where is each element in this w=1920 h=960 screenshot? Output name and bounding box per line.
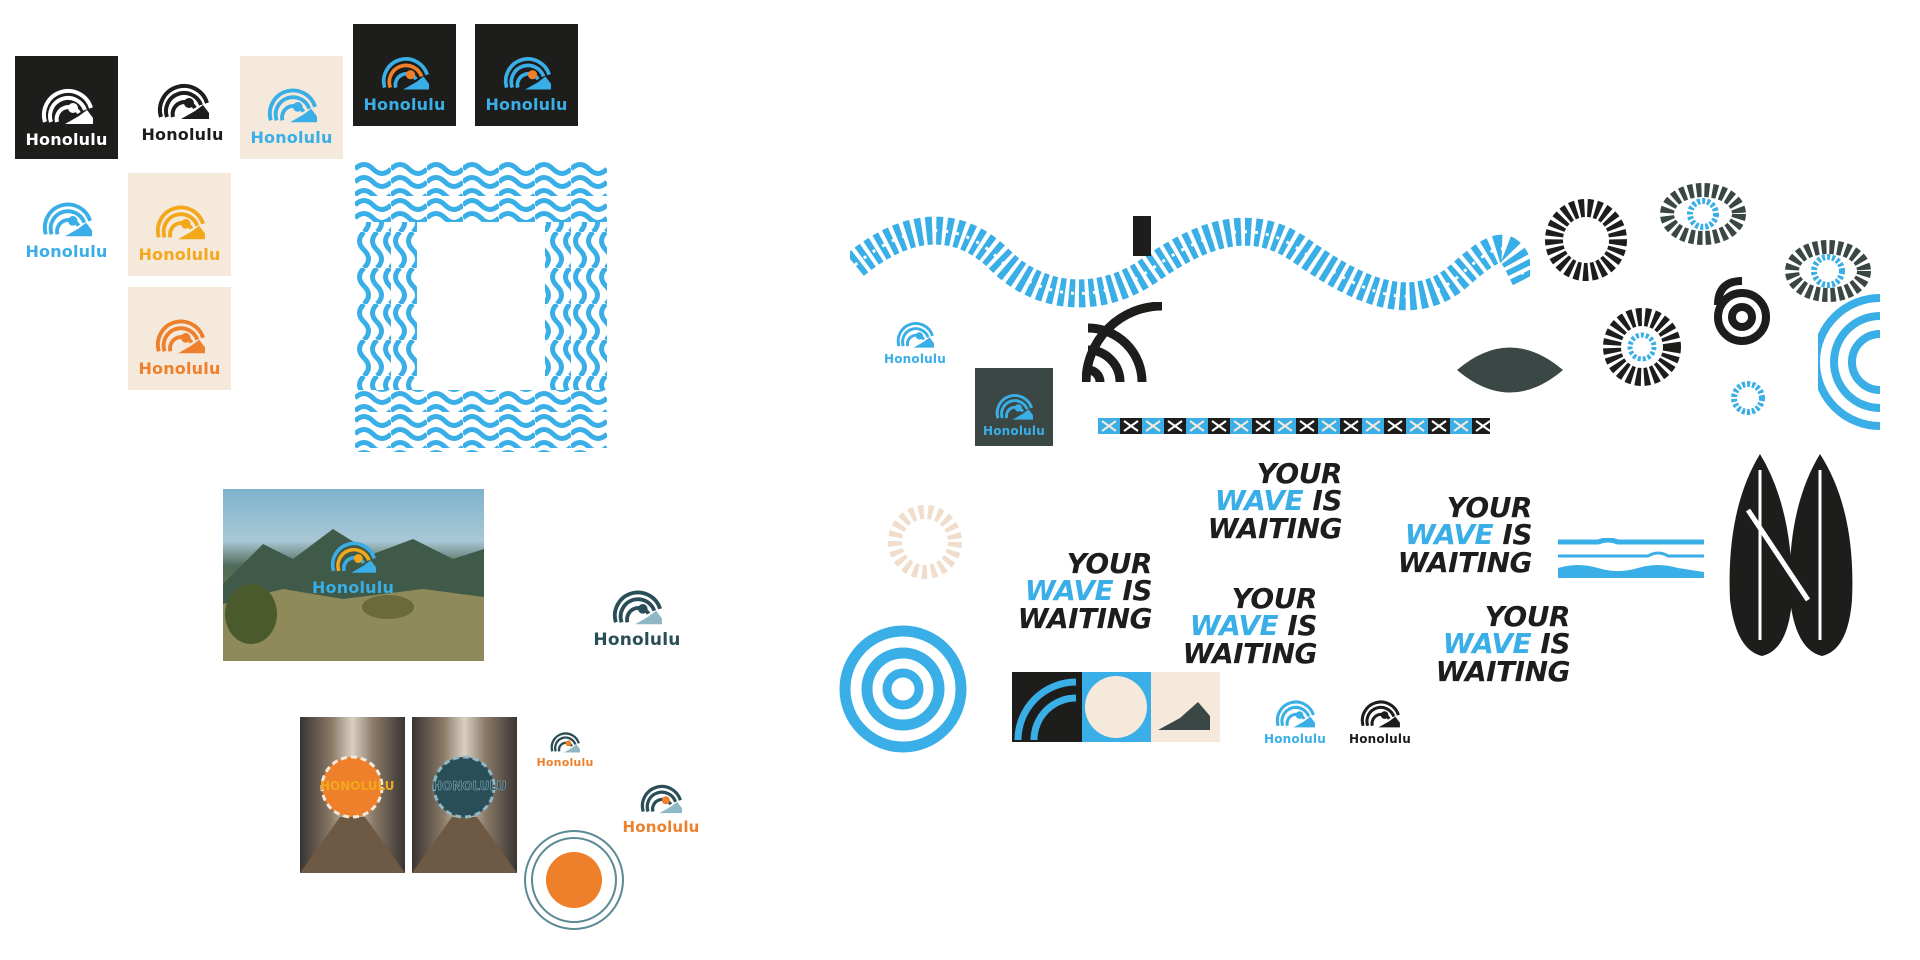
slogan-block: YOUR WAVE IS WAITING (1418, 600, 1571, 688)
logo-wordmark: Honolulu (25, 130, 108, 149)
badge-text: HONOLULU (320, 779, 395, 793)
swirl-ring-icon (1600, 305, 1684, 389)
logo-wordmark: Honolulu (983, 424, 1045, 438)
logo-tile-orange-cream: Honolulu (128, 287, 231, 390)
slogan-line1: YOUR (1446, 491, 1533, 524)
logo-tile-black: Honolulu (131, 56, 234, 148)
logo-tile-dark: Honolulu (15, 56, 118, 159)
badge-text: HONOLULU (432, 779, 507, 794)
wave-logo-icon (155, 319, 205, 354)
slogan-line1: YOUR (1066, 547, 1153, 580)
wave-logo-icon (550, 732, 580, 753)
wave-logo-icon (503, 57, 551, 90)
logo-wordmark: Honolulu (138, 359, 221, 378)
slogan-line2: IS (1312, 484, 1342, 518)
wave-logo-icon (640, 784, 682, 814)
logo-tile-blue-bottom: Honolulu (1257, 680, 1333, 746)
logo-wordmark: Honolulu (622, 818, 700, 836)
wave-arcs-icon (1082, 302, 1168, 386)
wave-logo-icon (1360, 700, 1400, 728)
logo-wordmark: Honolulu (1349, 732, 1411, 746)
wave-logo-icon (612, 590, 662, 625)
logo-wordmark: Honolulu (485, 95, 568, 114)
swirl-ring-blue-icon (1660, 183, 1746, 245)
slogan-accent: WAVE (1189, 609, 1279, 643)
logo-tile-blue-small: Honolulu (875, 300, 955, 366)
slogan-block: YOUR WAVE IS WAITING (1000, 547, 1153, 635)
wave-logo-icon (267, 88, 317, 123)
slogan-block: YOUR WAVE IS WAITING (1380, 491, 1533, 579)
pattern-stripe (1098, 418, 1490, 434)
logo-tile-blue-cream: Honolulu (240, 56, 343, 159)
slogan-line2: IS (1502, 518, 1532, 552)
slogan-accent: WAVE (1442, 627, 1532, 661)
logo-wordmark: Honolulu (593, 630, 681, 650)
wave-logo-icon (155, 205, 205, 240)
wave-ribbon (850, 210, 1530, 320)
mountain-photo: Honolulu (223, 489, 484, 661)
logo-tile-dark-right: Honolulu (975, 368, 1053, 446)
logo-tile-dark-blue-2: Honolulu (475, 24, 578, 126)
logo-wordmark: Honolulu (1264, 732, 1326, 746)
wave-logo-icon (330, 541, 376, 573)
logo-tile-orange-medium: Honolulu (618, 760, 704, 836)
hallway-photo-teal: HONOLULU (412, 717, 517, 873)
slogan-line2: IS (1540, 627, 1570, 661)
slogan-line1: YOUR (1484, 600, 1571, 633)
slogan-line3: WAITING (1207, 511, 1343, 545)
logo-wordmark: Honolulu (311, 578, 395, 597)
slogan-line3: WAITING (1182, 636, 1318, 670)
color-tile-strip (1012, 672, 1220, 742)
logo-tile-blue-white: Honolulu (15, 175, 118, 265)
logo-tile-orange-small: Honolulu (533, 713, 597, 769)
slogan-accent: WAVE (1024, 574, 1114, 608)
wave-frame-pattern (355, 160, 607, 452)
logo-wordmark: Honolulu (141, 125, 224, 144)
slogan-accent: WAVE (1214, 484, 1304, 518)
logo-tile-teal: Honolulu (582, 560, 692, 650)
swirl-ring-cream-icon (883, 500, 967, 584)
wave-logo-icon (42, 202, 92, 237)
wave-logo-icon (1275, 700, 1315, 728)
swirl-ring-small-icon (1728, 378, 1768, 418)
slogan-line1: YOUR (1256, 457, 1343, 490)
slogan-line3: WAITING (1397, 545, 1533, 579)
orange-sun-icon (522, 828, 626, 932)
logo-wordmark: Honolulu (536, 756, 594, 769)
logo-tile-black-bottom: Honolulu (1342, 680, 1418, 746)
slogan-line1: YOUR (1231, 582, 1318, 615)
hallway-photo-orange: HONOLULU (300, 717, 405, 873)
surfboard-icon (1718, 450, 1862, 660)
swirl-ring-blue-icon (1785, 240, 1871, 302)
logo-tile-dark-blue-1: Honolulu (353, 24, 456, 126)
leaf-icon (1455, 340, 1565, 400)
logo-wordmark: Honolulu (363, 95, 446, 114)
slogan-line3: WAITING (1017, 601, 1153, 635)
swirl-ring-icon (1543, 197, 1629, 283)
slogan-line2: IS (1122, 574, 1152, 608)
logo-wordmark: Honolulu (25, 242, 108, 261)
wave-logo-icon (41, 88, 93, 124)
wave-logo-icon (157, 83, 209, 119)
wave-logo-icon (381, 57, 429, 90)
slogan-line3: WAITING (1435, 654, 1571, 688)
logo-wordmark: Honolulu (250, 128, 333, 147)
spiral-icon (1708, 275, 1772, 347)
target-rings-icon (838, 624, 968, 754)
wave-logo-icon (896, 322, 934, 348)
logo-tile-yellow-cream: Honolulu (128, 173, 231, 276)
slogan-block: YOUR WAVE IS WAITING (1165, 582, 1318, 670)
half-circle-rings-icon (1818, 292, 1880, 432)
photo-overlay-logo: Honolulu (298, 507, 408, 597)
wave-lines-icon (1558, 538, 1704, 582)
logo-wordmark: Honolulu (884, 352, 946, 366)
slogan-block: YOUR WAVE IS WAITING (1190, 457, 1343, 545)
slogan-line2: IS (1287, 609, 1317, 643)
logo-wordmark: Honolulu (138, 245, 221, 264)
slogan-accent: WAVE (1404, 518, 1494, 552)
wave-logo-icon (995, 394, 1033, 420)
